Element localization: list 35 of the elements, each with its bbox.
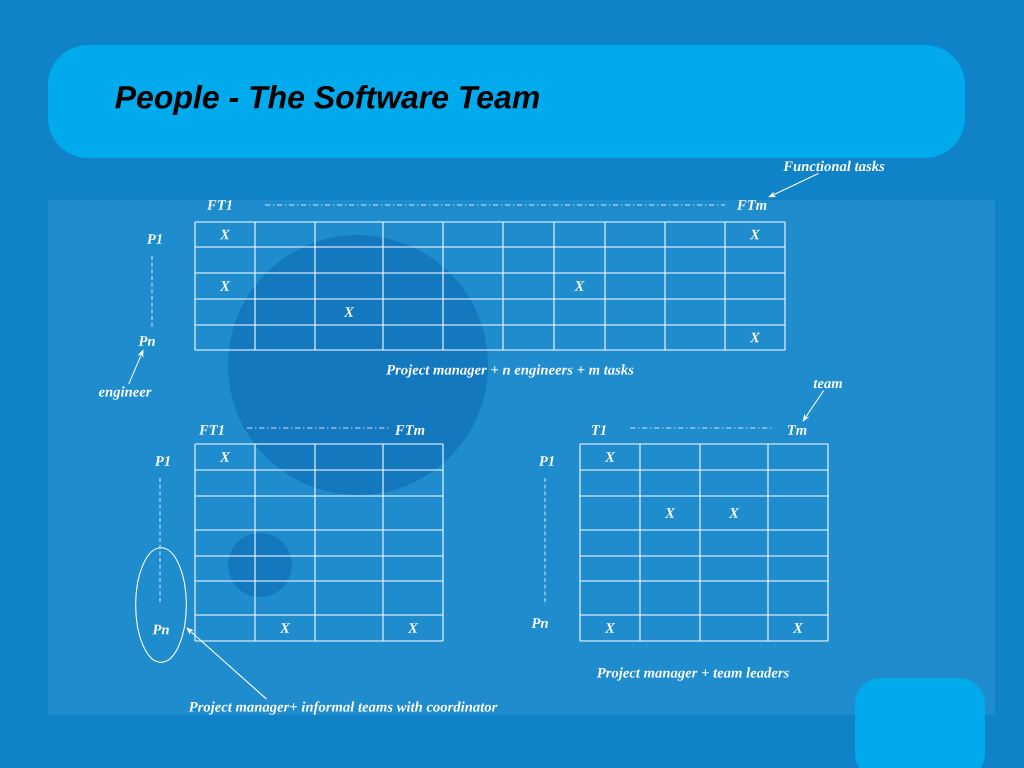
caption: Project manager + n engineers + m tasks [386,364,634,378]
cell-mark: X [574,281,585,291]
arrow [768,172,819,198]
caption: Project manager + team leaders [596,667,789,681]
cell-mark: X [343,307,355,317]
arrow [186,627,267,700]
cell-mark: X [604,623,616,633]
arrow [802,389,825,422]
text-label: FTm [394,425,425,435]
cell-mark: X [219,229,231,240]
cell-mark: X [792,623,804,633]
text-label: engineer [98,386,152,400]
text-label: T1 [591,425,606,435]
text-label: P1 [146,234,162,244]
cell-mark: X [749,332,761,343]
cell-mark: X [728,508,740,518]
cell-mark: X [604,452,616,462]
cell-mark: X [749,229,761,240]
text-label: team [813,379,842,389]
cell-mark: X [664,508,676,518]
cell-mark: X [407,623,419,633]
cell-mark: X [219,281,231,291]
text-label: Project manager+ informal teams with coordinator [188,701,498,715]
text-label: P1 [154,456,170,466]
text-label: Pn [531,618,548,628]
text-label: FT1 [206,200,232,210]
text-label: FT1 [198,425,224,435]
cell-mark: X [279,623,291,633]
text-label: Tm [787,425,807,435]
text-label: P1 [538,456,554,466]
text-label: Pn [138,336,155,346]
text-label: FTm [736,200,767,210]
cell-mark: X [219,452,231,462]
text-label: Functional tasks [783,160,885,172]
slide-title: People - The Software Team [115,85,539,115]
